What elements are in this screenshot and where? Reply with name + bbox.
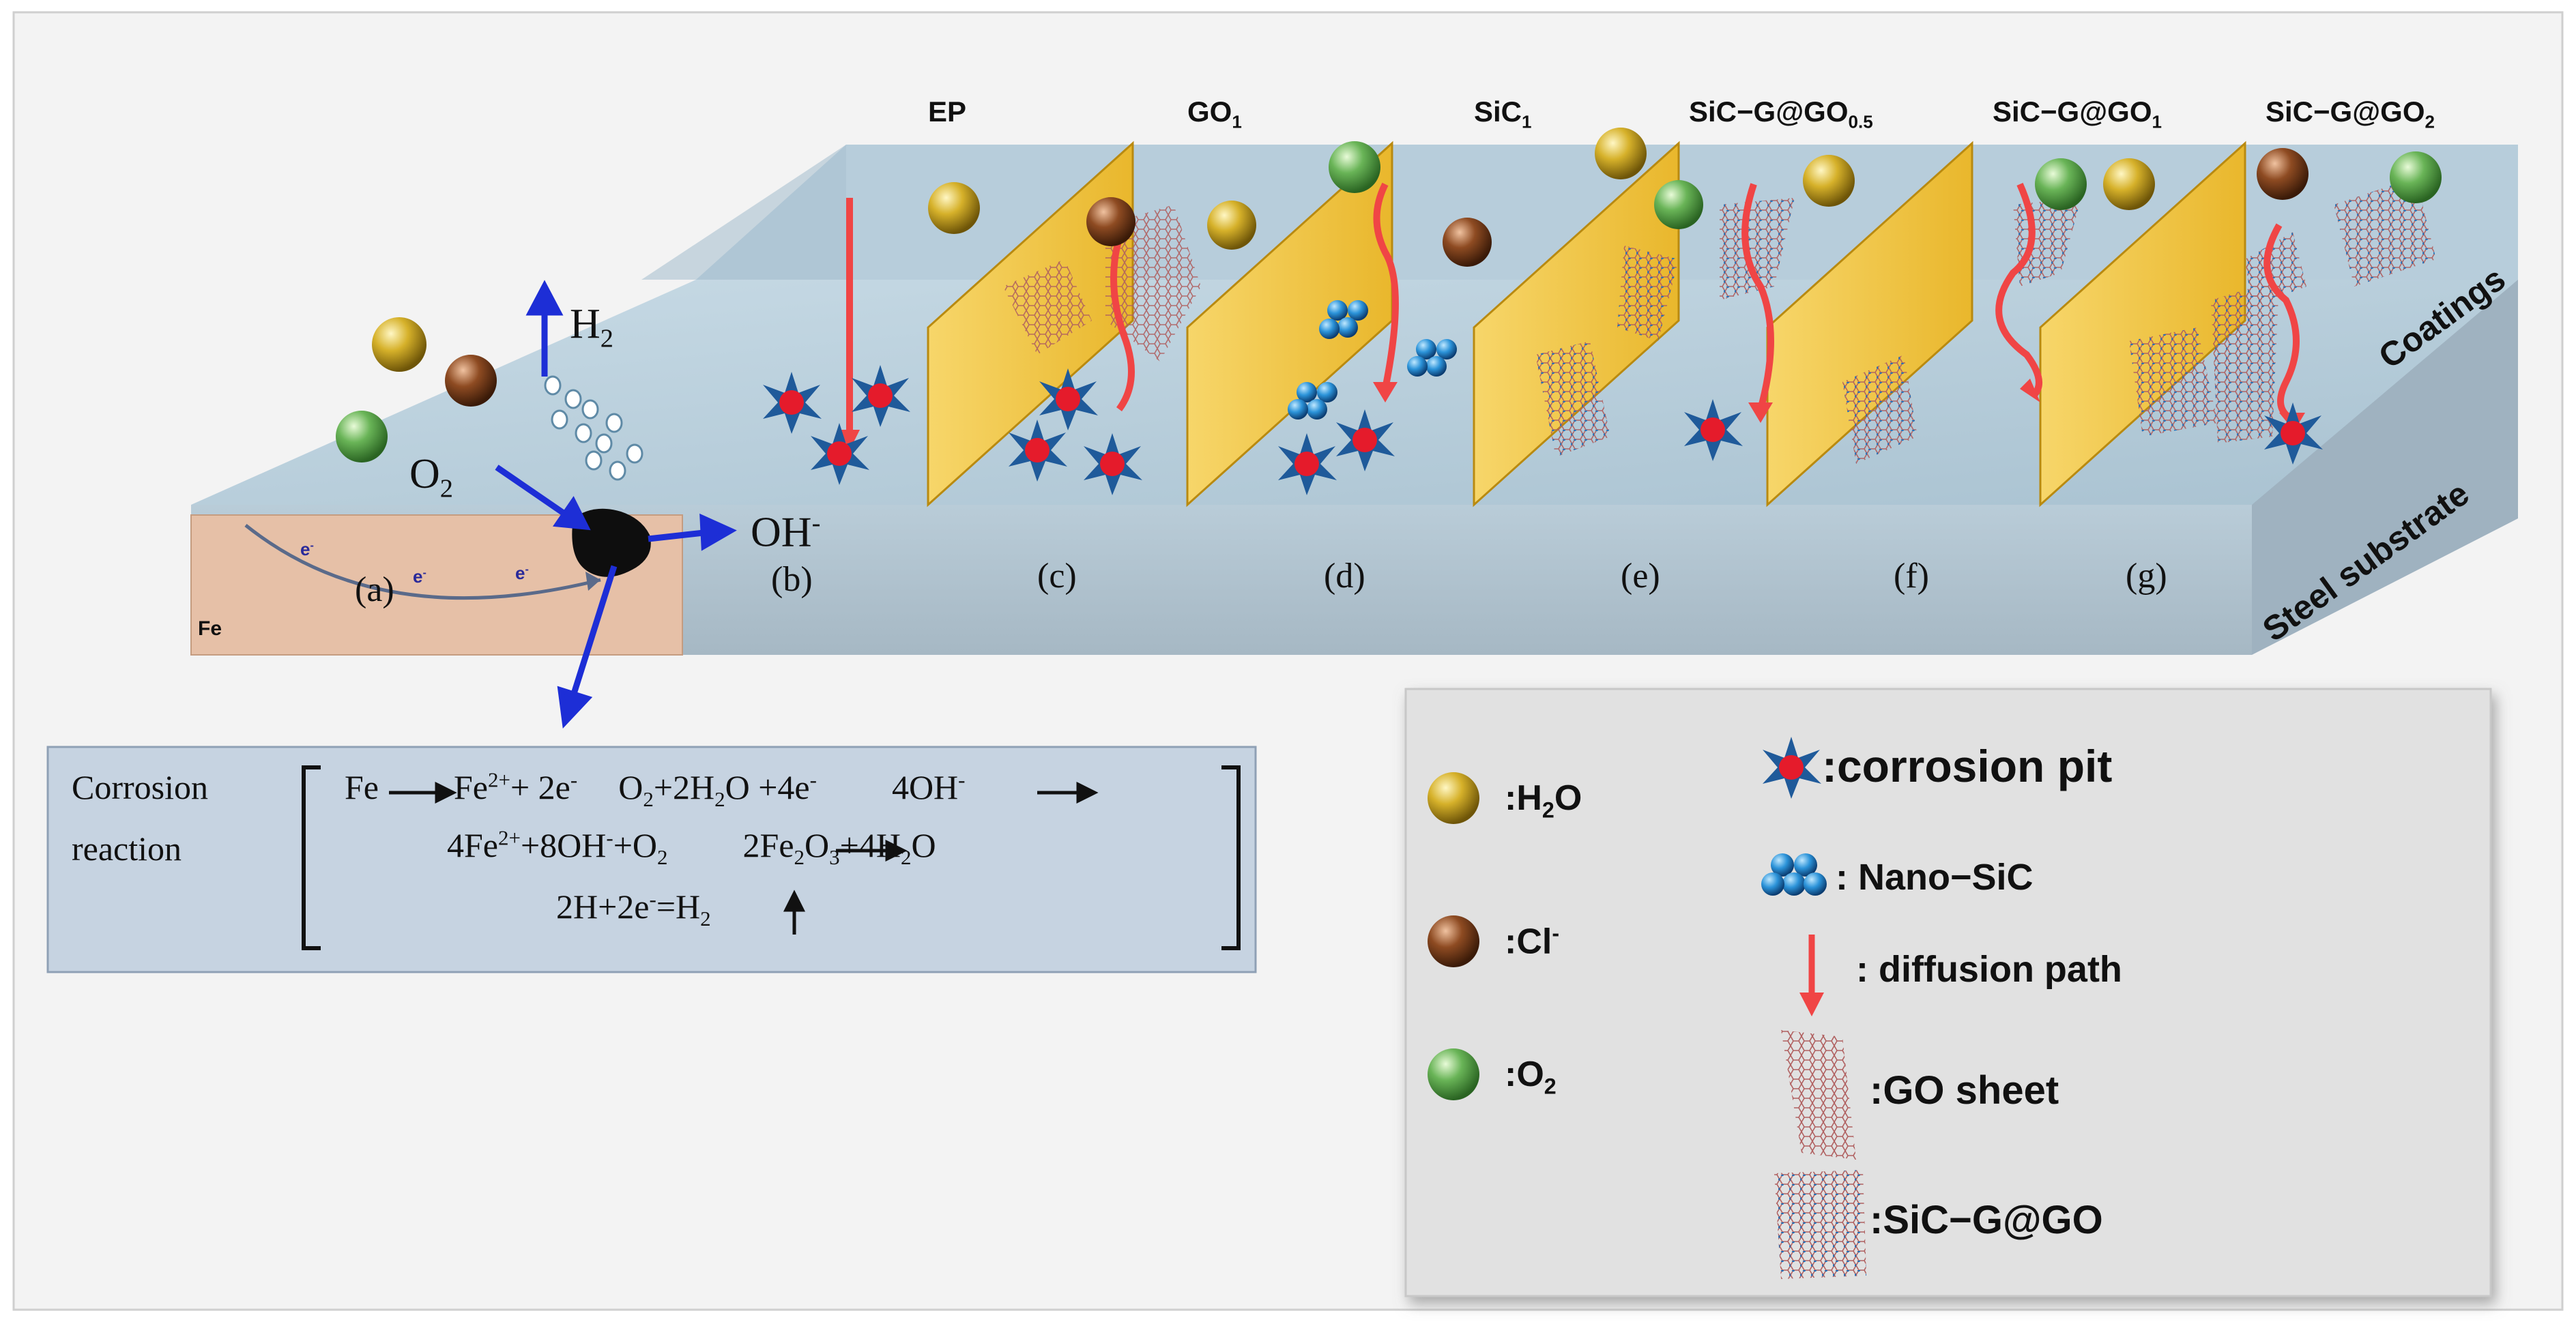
corrosion-pits xyxy=(763,365,2323,495)
blue-arrows xyxy=(495,280,737,729)
legend-h2o-label: :H2O xyxy=(1505,778,1582,823)
legend-sicg-label: :SiC−G@GO xyxy=(1870,1198,2103,1242)
panel-letter-d: (d) xyxy=(1324,557,1365,596)
legend-panel xyxy=(1404,688,2492,1297)
o2-label: O2 xyxy=(409,451,453,503)
bracket-left xyxy=(302,765,321,950)
sic-clusters xyxy=(1288,300,1457,420)
panel-label-sicg-1: SiC−G@GO1 xyxy=(1993,96,2162,132)
substrate-side-face xyxy=(2252,280,2518,655)
reaction-box xyxy=(46,746,1257,973)
legend-cl-label: :Cl- xyxy=(1505,921,1560,962)
electron-label-3: e- xyxy=(515,563,529,583)
panel-label-sicg-05: SiC−G@GO0.5 xyxy=(1689,96,1873,132)
panel-letter-f: (f) xyxy=(1894,557,1929,596)
legend-pit-icon xyxy=(1763,737,1821,799)
legend-o2-icon xyxy=(1428,1048,1479,1100)
oh-label: OH- xyxy=(751,509,821,556)
panel-letter-c: (c) xyxy=(1037,557,1077,596)
h2o-ball xyxy=(372,317,426,372)
legend-h2o-icon xyxy=(1428,772,1479,824)
reaction-title-2: reaction xyxy=(72,829,182,868)
o2-ball xyxy=(336,411,388,462)
coating-rise-face xyxy=(641,145,846,280)
coating-panels xyxy=(927,141,2246,508)
cl-ball xyxy=(445,355,497,407)
legend-o2-label: :O2 xyxy=(1505,1055,1557,1099)
panel-letter-e: (e) xyxy=(1621,557,1660,596)
reaction-eq-3: 2H+2e-=H2 xyxy=(556,887,711,930)
sicg-sheets xyxy=(1535,177,2436,464)
electron-arrowhead xyxy=(585,572,600,591)
electron-label-1: e- xyxy=(300,539,314,559)
electron-label-2: e- xyxy=(413,566,426,587)
h2-label: H2 xyxy=(570,301,613,353)
legend-path-label: : diffusion path xyxy=(1856,949,2122,990)
hydrogen-bubbles xyxy=(544,375,643,481)
legend-go-label: :GO sheet xyxy=(1870,1068,2059,1113)
panel-letter-a: (a) xyxy=(355,570,394,609)
legend-path-icon xyxy=(1799,935,1824,1016)
panel-label-go1: GO1 xyxy=(1187,96,1242,132)
panel-label-ep: EP xyxy=(928,96,967,128)
legend-sic-icon xyxy=(1761,853,1827,896)
go-sheets xyxy=(1003,205,1201,362)
panel-label-sic1: SiC1 xyxy=(1474,96,1532,132)
upper-species xyxy=(928,128,2442,267)
diffusion-paths xyxy=(846,182,2300,437)
panel-label-sicg-2: SiC−G@GO2 xyxy=(2266,96,2435,132)
panel-letter-g: (g) xyxy=(2126,557,2167,596)
legend-pit-label: :corrosion pit xyxy=(1822,741,2113,791)
bracket-right xyxy=(1221,765,1241,950)
legend-sicg-icon xyxy=(1774,1170,1866,1279)
electron-path-arrow xyxy=(244,524,601,600)
legend-go-icon xyxy=(1781,1030,1856,1160)
reaction-title-1: Corrosion xyxy=(72,768,208,806)
panel-letter-b: (b) xyxy=(771,560,813,599)
legend-sic-label: : Nano−SiC xyxy=(1836,857,2034,898)
reaction-arrows xyxy=(389,781,1099,935)
legend-cl-icon xyxy=(1428,915,1479,967)
corrosion-product xyxy=(572,508,651,577)
fe-label: Fe xyxy=(198,617,222,640)
